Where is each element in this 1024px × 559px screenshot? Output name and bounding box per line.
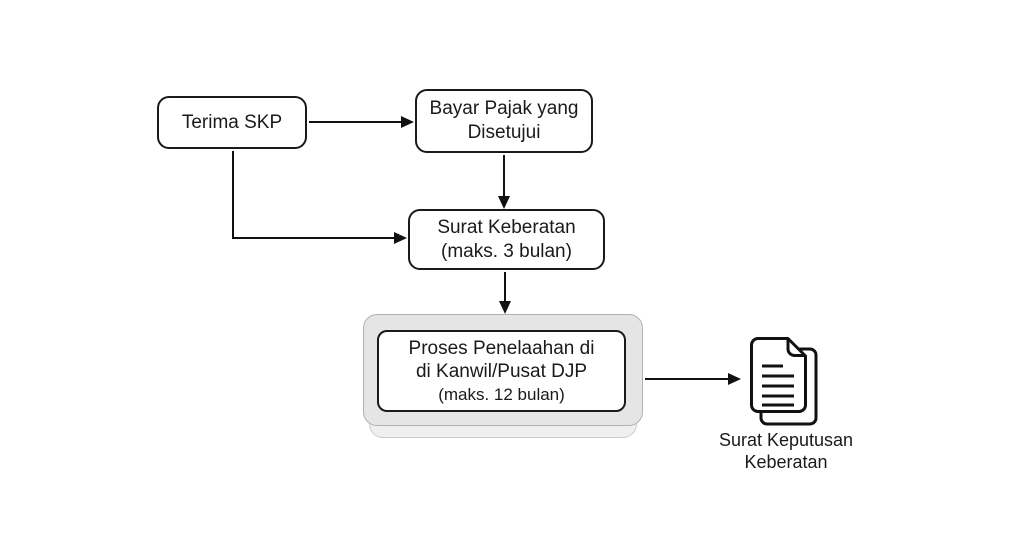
node-label: Surat Keberatan	[437, 216, 576, 238]
node-proses-penelaahan: Proses Penelaahan di di Kanwil/Pusat DJP…	[377, 330, 626, 412]
arrow-terima-to-bayar-line	[309, 121, 402, 123]
arrow-proses-to-keputusan-line	[645, 378, 730, 380]
arrow-bayar-to-surat-head	[498, 196, 510, 209]
node-label: (maks. 12 bulan)	[438, 385, 565, 404]
node-label: Disetujui	[467, 122, 541, 143]
arrow-surat-to-proses-head	[499, 301, 511, 314]
arrow-terima-to-bayar-head	[401, 116, 414, 128]
node-label: Terima SKP	[181, 111, 283, 133]
arrow-surat-to-proses-line	[504, 272, 506, 303]
label-line: Surat Keputusan	[718, 430, 854, 450]
node-label: (maks. 3 bulan)	[441, 240, 572, 262]
label-line: Keberatan	[744, 451, 828, 472]
node-terima-skp: Terima SKP	[157, 96, 307, 149]
node-label: di Kanwil/Pusat DJP	[415, 361, 588, 383]
node-bayar-pajak: Bayar Pajak yang Disetujui	[415, 89, 593, 153]
arrow-terima-to-surat-horizontal	[232, 237, 395, 239]
label-surat-keputusan: Surat Keputusan Keberatan	[713, 430, 859, 474]
node-surat-keberatan: Surat Keberatan (maks. 3 bulan)	[408, 209, 605, 270]
arrow-bayar-to-surat-line	[503, 155, 505, 197]
arrow-terima-to-surat-vertical	[232, 151, 234, 239]
arrow-terima-to-surat-head	[394, 232, 407, 244]
node-label: Bayar Pajak yang	[429, 98, 579, 120]
node-label: Proses Penelaahan di	[408, 337, 595, 359]
document-stack-icon	[750, 337, 818, 426]
arrow-proses-to-keputusan-head	[728, 373, 741, 385]
